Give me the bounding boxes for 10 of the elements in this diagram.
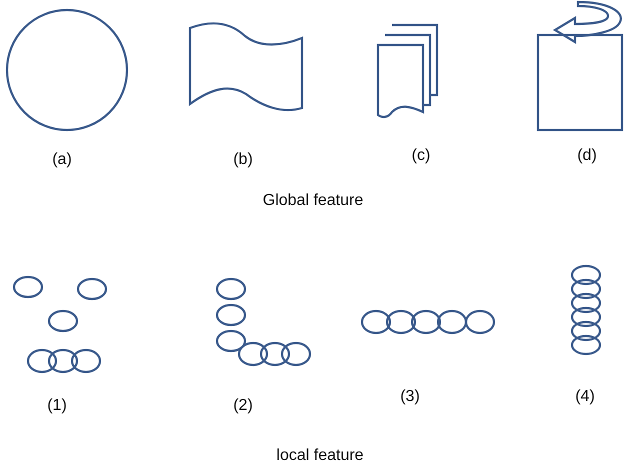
figure-label: (2): [233, 397, 253, 415]
figure-label: (c): [412, 147, 430, 165]
figure-label: (1): [47, 397, 67, 415]
section-caption: Global feature: [262, 192, 364, 210]
section-caption: local feature: [276, 447, 364, 465]
figure-label: (4): [575, 388, 595, 406]
figure-label: (d): [577, 147, 597, 165]
figure-label: (3): [400, 388, 420, 406]
figure-label: (b): [233, 151, 253, 169]
figure-label: (a): [52, 151, 72, 169]
